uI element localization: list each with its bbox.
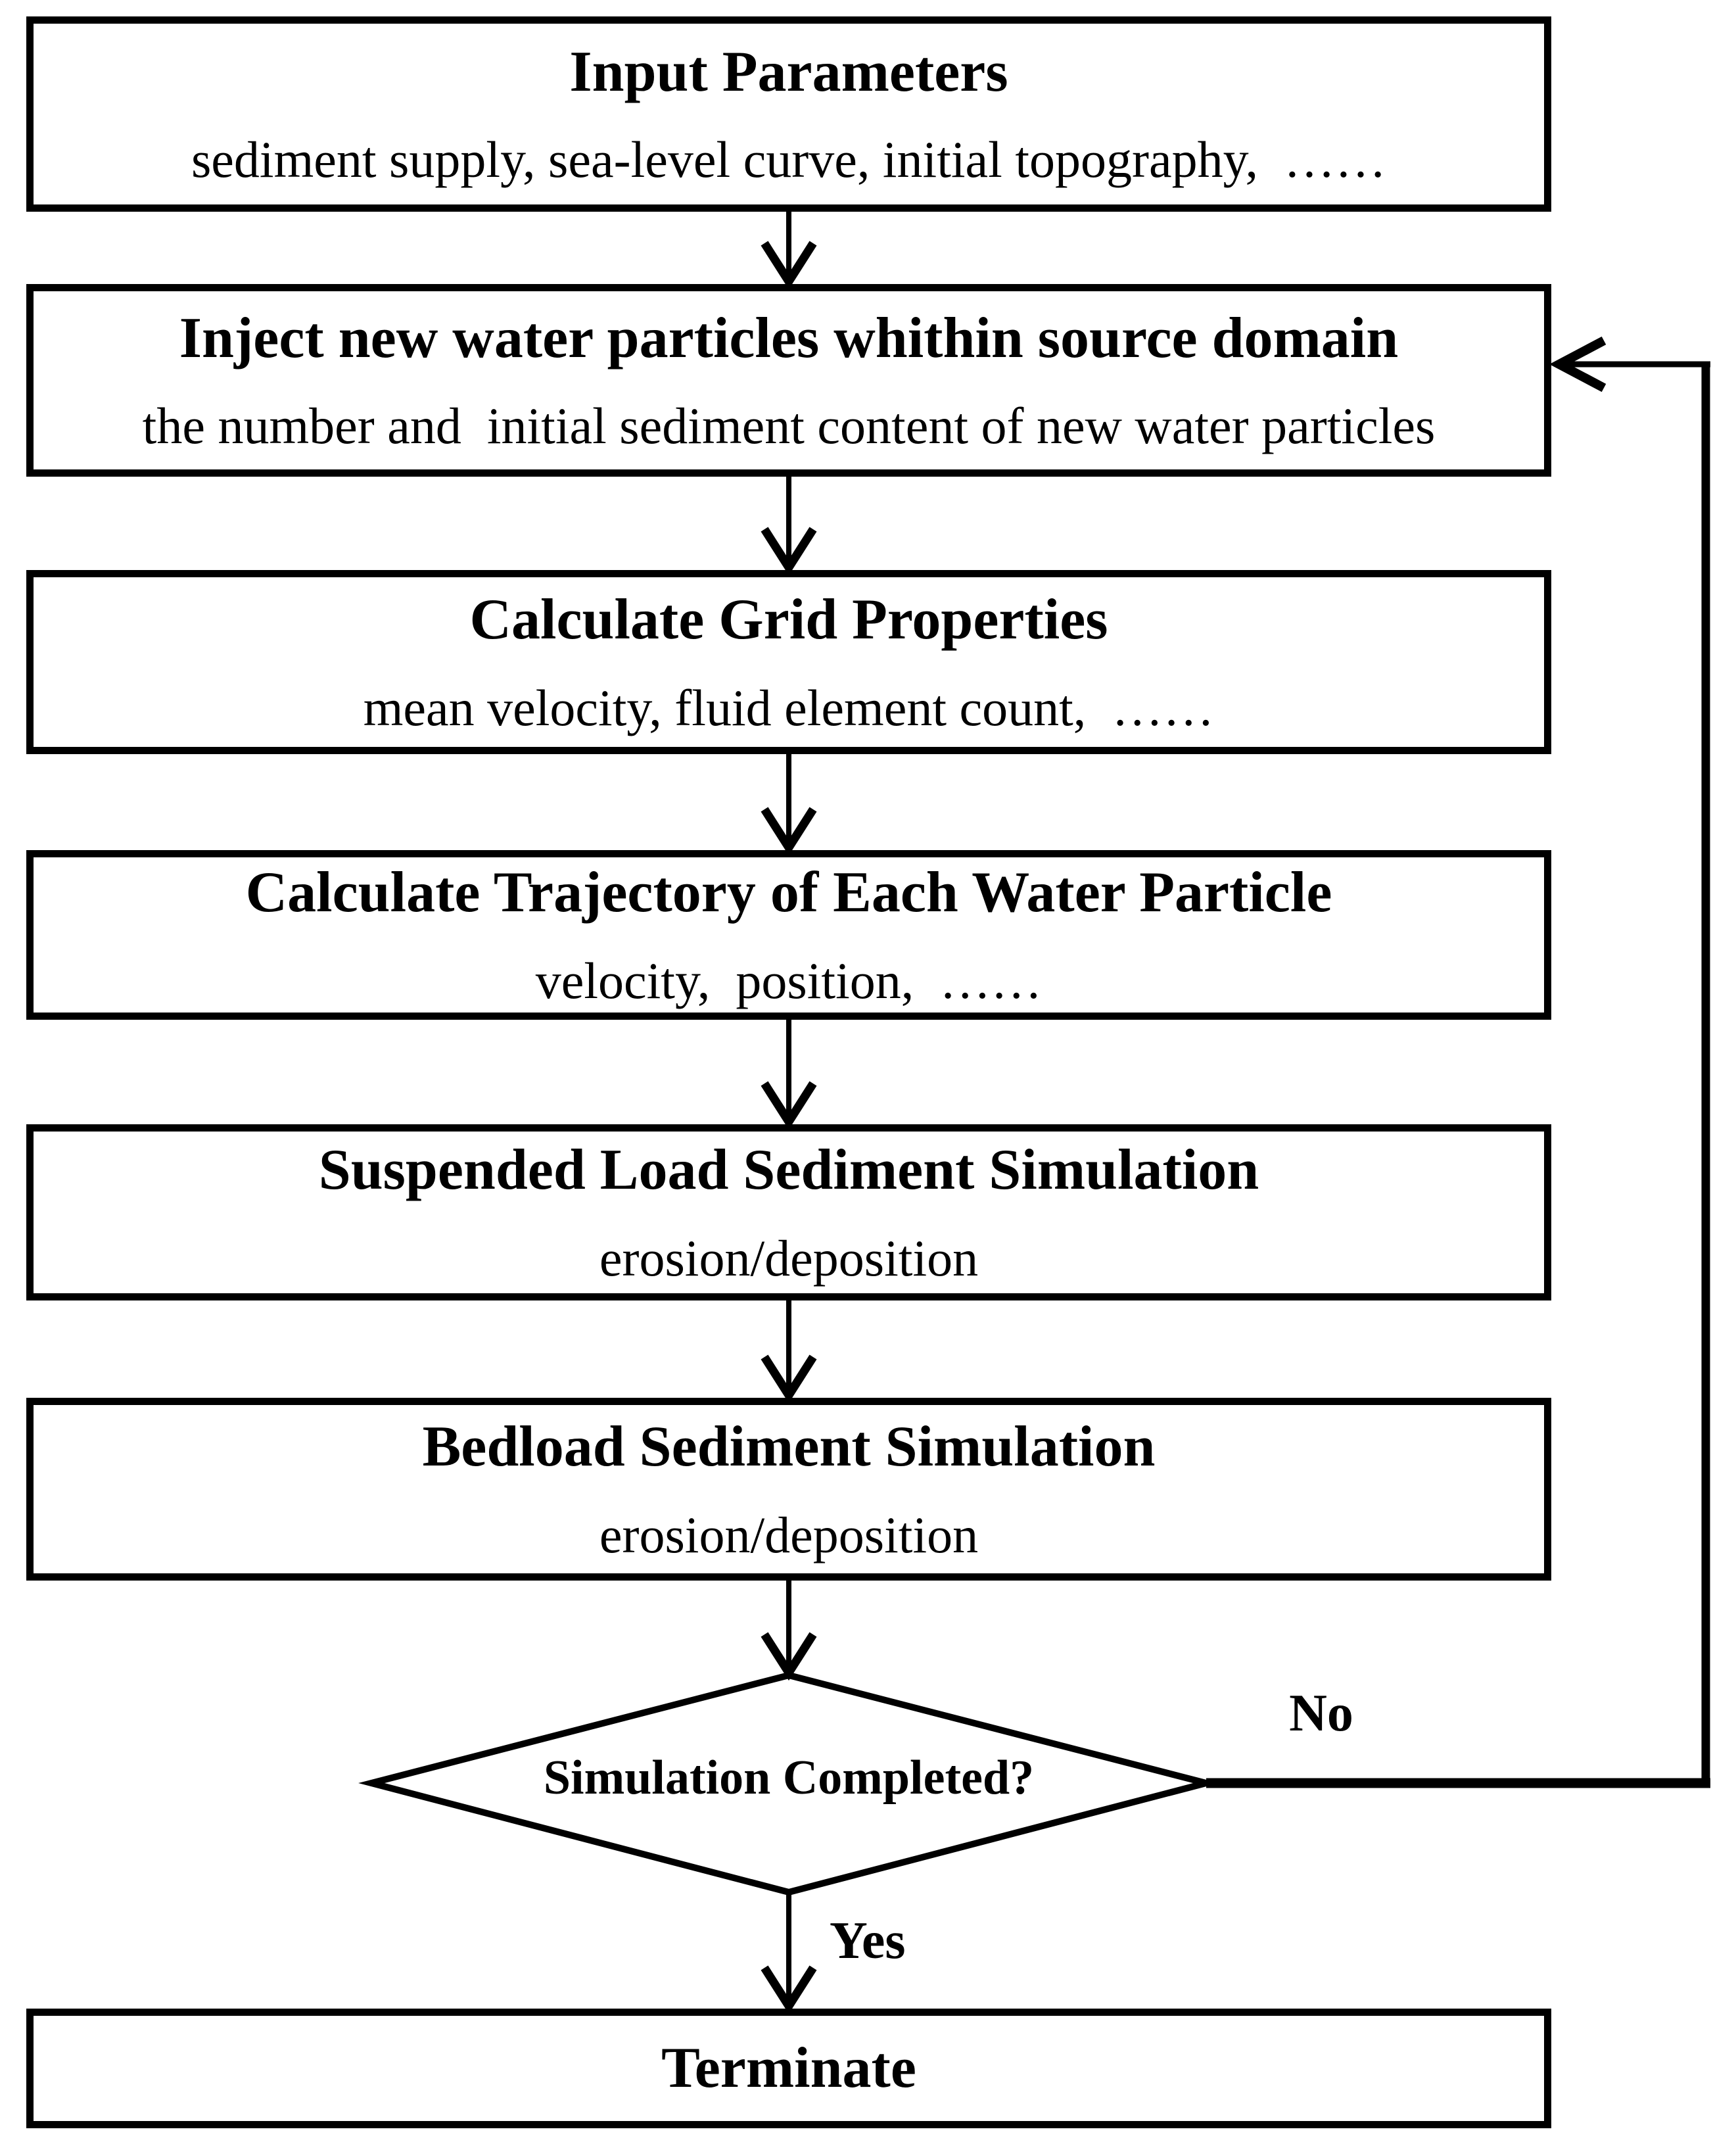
process-box-suspended-load-simulation: Suspended Load Sediment Simulation erosi… — [26, 1124, 1551, 1300]
arrow-bedload-to-decision — [761, 1581, 817, 1681]
process-box-calculate-grid-properties: Calculate Grid Properties mean velocity,… — [26, 570, 1551, 754]
process-box-input-parameters: Input Parameters sediment supply, sea-le… — [26, 16, 1551, 212]
arrowhead-down-icon — [761, 1965, 817, 2015]
arrow-decision-to-terminate — [761, 1892, 817, 2015]
node-subtitle: velocity, position, …… — [535, 951, 1043, 1009]
edge-label-yes: Yes — [830, 1912, 906, 1970]
node-title: Suspended Load Sediment Simulation — [318, 1138, 1259, 1203]
process-box-calculate-trajectory: Calculate Trajectory of Each Water Parti… — [26, 850, 1551, 1020]
arrowhead-down-icon — [761, 241, 817, 290]
terminal-box-terminate: Terminate — [26, 2009, 1551, 2128]
node-subtitle: mean velocity, fluid element count, …… — [363, 679, 1215, 736]
edge-label-no: No — [1289, 1684, 1353, 1742]
node-title: Bedload Sediment Simulation — [422, 1415, 1156, 1479]
node-subtitle: sediment supply, sea-level curve, initia… — [191, 131, 1387, 189]
arrowhead-down-icon — [761, 527, 817, 576]
node-title: Calculate Trajectory of Each Water Parti… — [245, 861, 1332, 925]
process-box-inject-particles: Inject new water particles whithin sourc… — [26, 284, 1551, 477]
node-subtitle: erosion/deposition — [599, 1506, 979, 1563]
arrowhead-down-icon — [761, 1081, 817, 1130]
node-title: Input Parameters — [569, 39, 1008, 104]
arrowhead-left-icon — [1549, 336, 1607, 393]
arrowhead-down-icon — [761, 807, 817, 856]
edge-no-feedback — [1206, 336, 1710, 1788]
arrow-inject-to-grid — [761, 477, 817, 576]
arrow-input-to-inject — [761, 212, 817, 290]
arrowhead-down-icon — [761, 1354, 817, 1404]
arrow-grid-to-trajectory — [761, 754, 817, 856]
arrow-suspended-to-bedload — [761, 1300, 817, 1404]
arrowhead-down-icon — [761, 1632, 817, 1681]
process-box-bedload-simulation: Bedload Sediment Simulation erosion/depo… — [26, 1398, 1551, 1581]
node-subtitle: erosion/deposition — [599, 1229, 979, 1287]
node-subtitle: the number and initial sediment content … — [142, 397, 1436, 455]
decision-label: Simulation Completed? — [543, 1751, 1035, 1805]
node-title: Calculate Grid Properties — [469, 588, 1108, 652]
node-title: Terminate — [661, 2036, 916, 2100]
node-title: Inject new water particles whithin sourc… — [179, 306, 1399, 370]
arrow-trajectory-to-suspended — [761, 1020, 817, 1130]
